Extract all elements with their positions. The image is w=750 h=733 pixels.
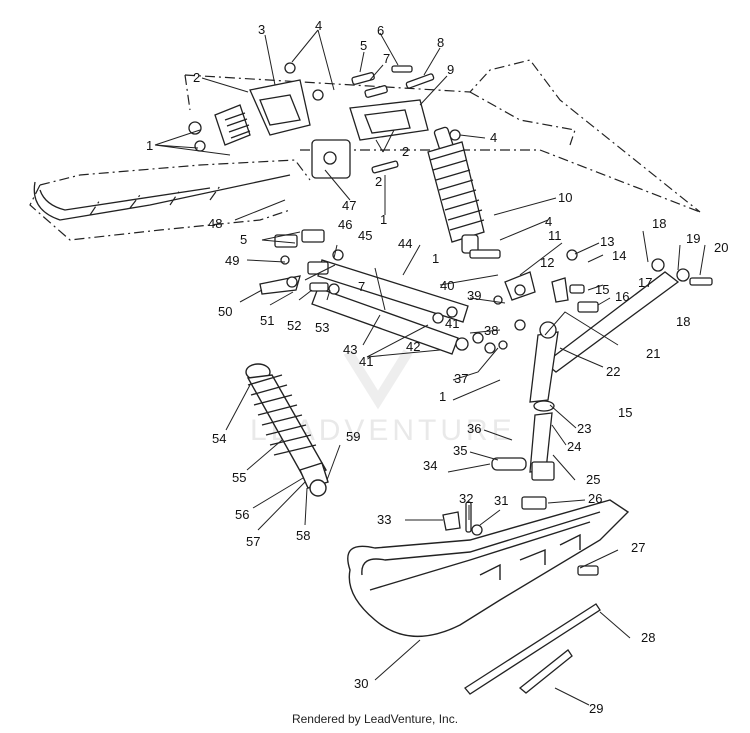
upper-linkage (469, 249, 599, 331)
callout-56: 56 (235, 507, 249, 522)
callout-44: 44 (398, 236, 412, 251)
callout-4: 4 (315, 18, 322, 33)
upper-hardware (284, 62, 461, 174)
coil-shock (245, 363, 329, 497)
lower-hardware (442, 496, 599, 576)
callout-58: 58 (296, 528, 310, 543)
callout-52: 52 (287, 318, 301, 333)
callout-50: 50 (218, 304, 232, 319)
callout-17: 17 (638, 275, 652, 290)
callout-53: 53 (315, 320, 329, 335)
callout-49: 49 (225, 253, 239, 268)
front-shock (427, 126, 485, 254)
callout-54: 54 (212, 431, 226, 446)
callout-46: 46 (338, 217, 352, 232)
callout-14: 14 (612, 248, 626, 263)
callout-37: 37 (454, 371, 468, 386)
callout-6: 6 (377, 23, 384, 38)
callout-2c: 2 (375, 174, 382, 189)
front-ski (347, 499, 630, 637)
callout-7: 7 (383, 51, 390, 66)
callout-55: 55 (232, 470, 246, 485)
callout-20: 20 (714, 240, 728, 255)
callout-4c: 4 (545, 214, 552, 229)
callout-26: 26 (588, 491, 602, 506)
callouts: 1 2 3 4 5 6 7 8 9 4 2 2 47 1 48 10 4 11 … (146, 18, 728, 716)
footer-credit: Rendered by LeadVenture, Inc. (291, 712, 459, 726)
callout-16: 16 (615, 289, 629, 304)
callout-4b: 4 (490, 130, 497, 145)
callout-43: 43 (343, 342, 357, 357)
callout-40: 40 (440, 278, 454, 293)
rear-shock (188, 104, 251, 152)
callout-9: 9 (447, 62, 454, 77)
chassis-outline (29, 59, 701, 241)
upper-brackets (249, 79, 429, 179)
callout-41b: 41 (359, 354, 373, 369)
callout-47: 47 (342, 198, 356, 213)
ski-runner (464, 603, 601, 695)
rear-ski-outline (33, 174, 291, 221)
callout-33: 33 (377, 512, 391, 527)
callout-21: 21 (646, 346, 660, 361)
callout-36: 36 (467, 421, 481, 436)
callout-59: 59 (346, 429, 360, 444)
callout-35: 35 (453, 443, 467, 458)
callout-5: 5 (360, 38, 367, 53)
callout-8: 8 (437, 35, 444, 50)
callout-23: 23 (577, 421, 591, 436)
callout-5b: 5 (240, 232, 247, 247)
callout-31: 31 (494, 493, 508, 508)
callout-27: 27 (631, 540, 645, 555)
spindle (491, 321, 559, 481)
callout-32: 32 (459, 491, 473, 506)
callout-1d: 1 (432, 251, 439, 266)
callout-3: 3 (258, 22, 265, 37)
callout-7b: 7 (358, 279, 365, 294)
callout-29: 29 (589, 701, 603, 716)
callout-34: 34 (423, 458, 437, 473)
callout-42: 42 (406, 339, 420, 354)
callout-30: 30 (354, 676, 368, 691)
callout-12: 12 (540, 255, 554, 270)
callout-39: 39 (467, 288, 481, 303)
callout-51: 51 (260, 313, 274, 328)
callout-11: 11 (548, 228, 562, 243)
callout-15b: 15 (618, 405, 632, 420)
callout-13: 13 (600, 234, 614, 249)
callout-18: 18 (652, 216, 666, 231)
callout-10: 10 (558, 190, 572, 205)
callout-57: 57 (246, 534, 260, 549)
callout-19: 19 (686, 231, 700, 246)
callout-22: 22 (606, 364, 620, 379)
callout-45: 45 (358, 228, 372, 243)
cross-shafts (311, 259, 469, 355)
leader-lines (154, 29, 706, 706)
callout-2: 2 (193, 70, 200, 85)
callout-2b: 2 (402, 144, 409, 159)
callout-28: 28 (641, 630, 655, 645)
callout-1c: 1 (439, 389, 446, 404)
callout-24: 24 (567, 439, 581, 454)
callout-18b: 18 (676, 314, 690, 329)
callout-1b: 1 (380, 212, 387, 227)
callout-25: 25 (586, 472, 600, 487)
callout-41: 41 (445, 316, 459, 331)
callout-38: 38 (484, 323, 498, 338)
callout-15: 15 (595, 282, 609, 297)
callout-1: 1 (146, 138, 153, 153)
callout-48: 48 (208, 216, 222, 231)
